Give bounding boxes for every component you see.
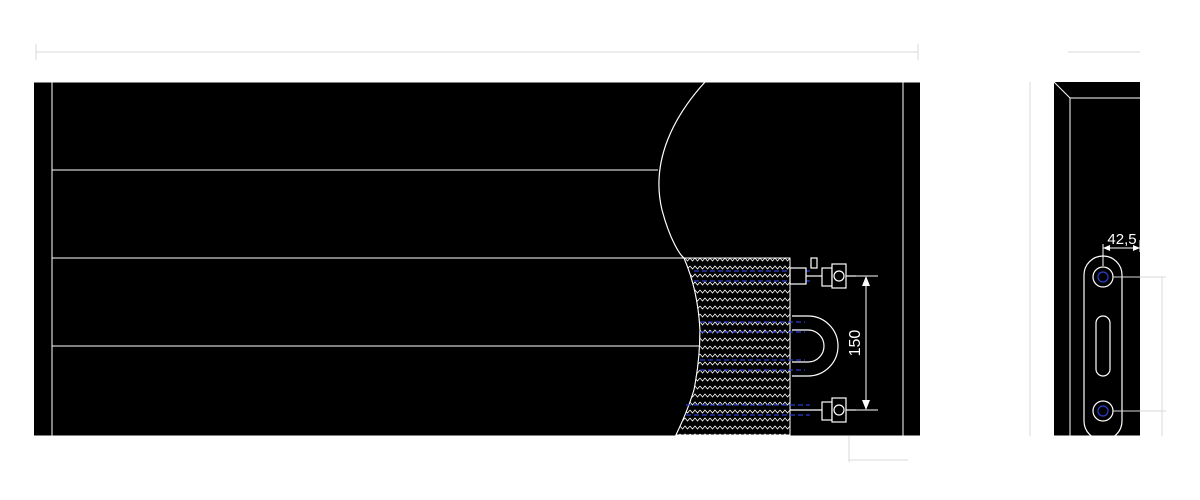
dim150-arrow-top xyxy=(862,276,870,286)
height-dimension: h xyxy=(1011,82,1031,436)
depth-dimension: 100 xyxy=(1068,36,1140,53)
length-dimension: L xyxy=(35,33,919,60)
u-bend xyxy=(792,315,839,377)
pipe-spacing-dimension: 150 xyxy=(847,275,878,411)
valve-nut-hole xyxy=(833,270,845,282)
pipe-offset-side-dimension: 42,5 xyxy=(1102,231,1141,266)
side-spacing-label: 150 xyxy=(1145,332,1161,356)
depth-label: 100 xyxy=(1091,36,1118,53)
top-valve xyxy=(789,257,856,289)
pipe-offset-front-dimension: 83 xyxy=(848,436,908,462)
dim425-arrow-right xyxy=(1133,245,1140,251)
u-bend-inner xyxy=(792,329,825,363)
heat-exchanger-outline xyxy=(675,257,791,436)
valve-nut-1 xyxy=(821,267,833,287)
height-label: h xyxy=(1011,255,1028,264)
u-bend-outer xyxy=(792,315,839,377)
pipe-offset-front-label: 83 xyxy=(874,444,890,460)
bottom-nut-1 xyxy=(821,401,833,421)
pipe-spacing-label: 150 xyxy=(847,330,864,357)
side-spacing-dimension: 150 27 xyxy=(1113,276,1166,436)
side-slot xyxy=(1095,315,1111,377)
dim150-arrow-bottom xyxy=(862,400,870,410)
side-connection-top-inner xyxy=(1097,271,1109,283)
valve-stem xyxy=(810,257,818,269)
side-bevel xyxy=(1053,81,1071,99)
side-body xyxy=(1054,82,1140,436)
bottom-connection xyxy=(790,397,856,423)
side-view: 100 h 42,5 xyxy=(1011,36,1166,441)
valve-block xyxy=(789,267,807,285)
bottom-nut-hole xyxy=(833,404,845,416)
front-view: 150 83 xyxy=(34,81,920,462)
bottom-offset-label: 27 xyxy=(1146,417,1161,431)
pipe-offset-side-label: 42,5 xyxy=(1107,231,1136,248)
side-connection-bottom-inner xyxy=(1097,405,1109,417)
length-label: L xyxy=(473,33,483,53)
dim425-arrow-left xyxy=(1103,245,1110,251)
